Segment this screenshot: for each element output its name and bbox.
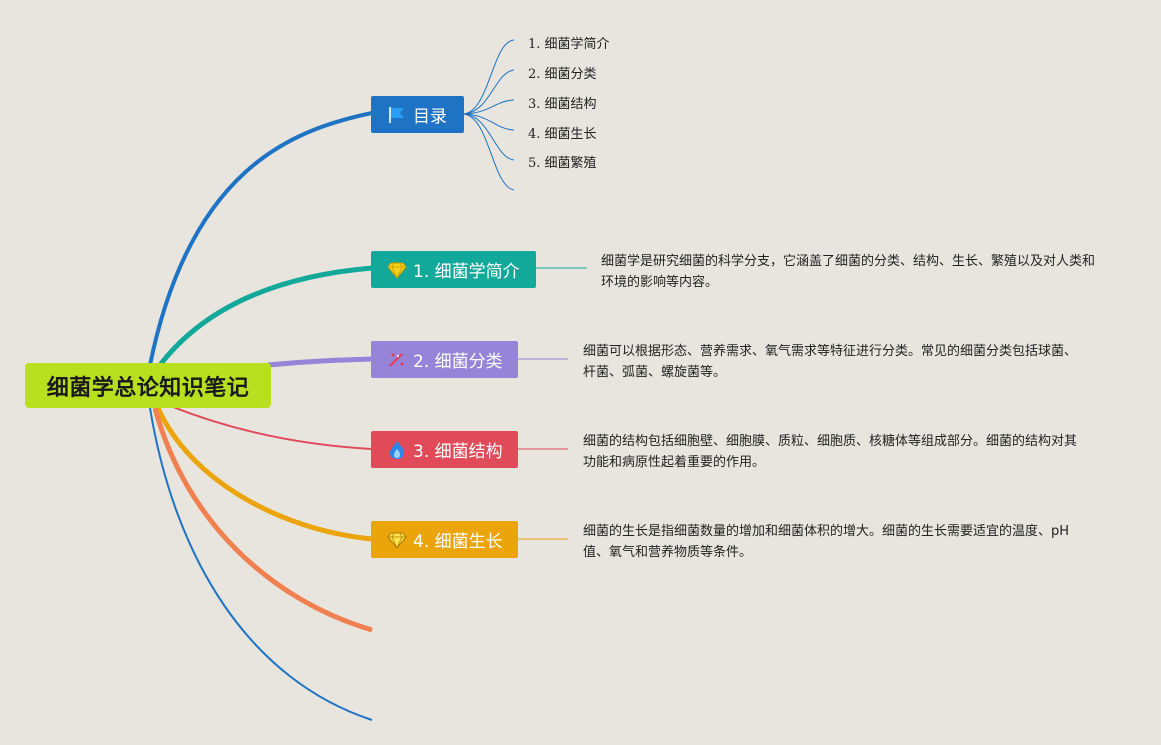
toc-node[interactable]: 目录 (371, 96, 464, 133)
branch-2-line (267, 356, 373, 368)
sparkle-icon (387, 350, 407, 370)
topic-node-4[interactable]: 4. 细菌生长 (371, 521, 518, 558)
topic-node-3[interactable]: 3. 细菌结构 (371, 431, 518, 468)
branch-3-line (167, 404, 373, 450)
root-node[interactable]: 细菌学总论知识笔记 (25, 363, 271, 408)
topic-node-1[interactable]: 1. 细菌学简介 (371, 251, 536, 288)
flag-icon (387, 105, 407, 125)
flame-icon (387, 440, 407, 460)
toc-item-4[interactable]: 4. 细菌生长 (528, 127, 597, 142)
diamond-icon (387, 260, 407, 280)
toc-label: 目录 (413, 107, 447, 127)
toc-sub-lines (463, 39, 515, 191)
branch-6-line (149, 407, 373, 721)
root-title: 细菌学总论知识笔记 (46, 375, 250, 401)
topic-desc-4: 细菌的生长是指细菌数量的增加和细菌体积的增大。细菌的生长需要适宜的温度、pH值、… (583, 524, 1070, 560)
toc-item-2[interactable]: 2. 细菌分类 (528, 67, 597, 82)
branch-5-line (152, 407, 373, 633)
toc-item-5[interactable]: 5. 细菌繁殖 (528, 156, 597, 171)
topic-label-2: 2. 细菌分类 (413, 352, 503, 372)
branch-toc-line (148, 111, 373, 366)
topic-desc-1: 细菌学是研究细菌的科学分支，它涵盖了细菌的分类、结构、生长、繁殖以及对人类和环境… (601, 254, 1096, 290)
topic-desc-3: 细菌的结构包括细胞壁、细胞膜、质粒、细胞质、核糖体等组成部分。细菌的结构对其功能… (583, 434, 1078, 470)
topic-label-4: 4. 细菌生长 (413, 532, 503, 552)
topic-label-1: 1. 细菌学简介 (413, 262, 520, 282)
topic-desc-2: 细菌可以根据形态、营养需求、氧气需求等特征进行分类。常见的细菌分类包括球菌、杆菌… (583, 344, 1078, 380)
diamond-icon (387, 530, 407, 550)
branch-1-line (158, 265, 373, 367)
topic-node-2[interactable]: 2. 细菌分类 (371, 341, 518, 378)
branch-4-line (155, 406, 373, 542)
toc-item-3[interactable]: 3. 细菌结构 (528, 97, 597, 112)
toc-item-1[interactable]: 1. 细菌学简介 (528, 37, 610, 52)
topic-label-3: 3. 细菌结构 (413, 442, 503, 462)
